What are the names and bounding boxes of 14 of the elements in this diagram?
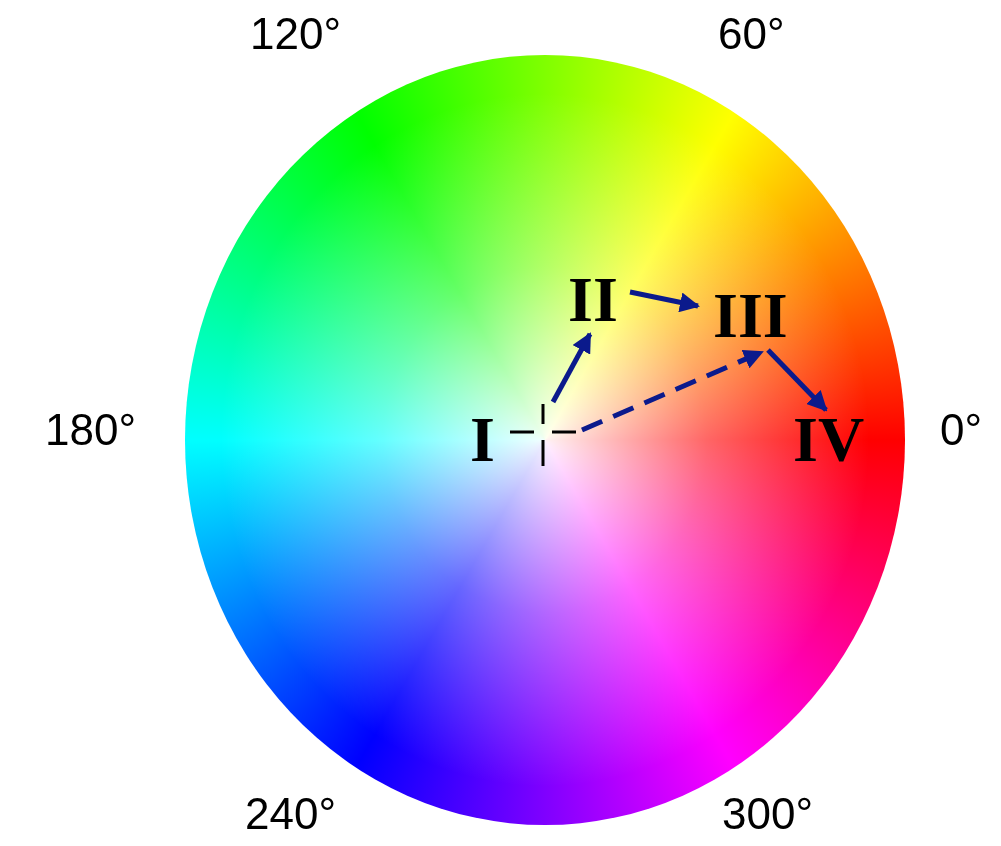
- arrow: [581, 349, 764, 433]
- arrow: [766, 348, 828, 412]
- arrow: [550, 332, 593, 404]
- angle-label: 0°: [940, 408, 983, 452]
- angle-label: 180°: [45, 408, 136, 452]
- point-label: IV: [793, 412, 871, 472]
- angle-label: 60°: [718, 12, 785, 56]
- point-label: III: [713, 290, 803, 348]
- point-label: I: [470, 402, 582, 472]
- angle-label: 300°: [722, 792, 813, 836]
- angle-label: 120°: [250, 12, 341, 56]
- point-label: II: [568, 272, 628, 332]
- arrow: [629, 289, 700, 313]
- angle-label: 240°: [245, 792, 336, 836]
